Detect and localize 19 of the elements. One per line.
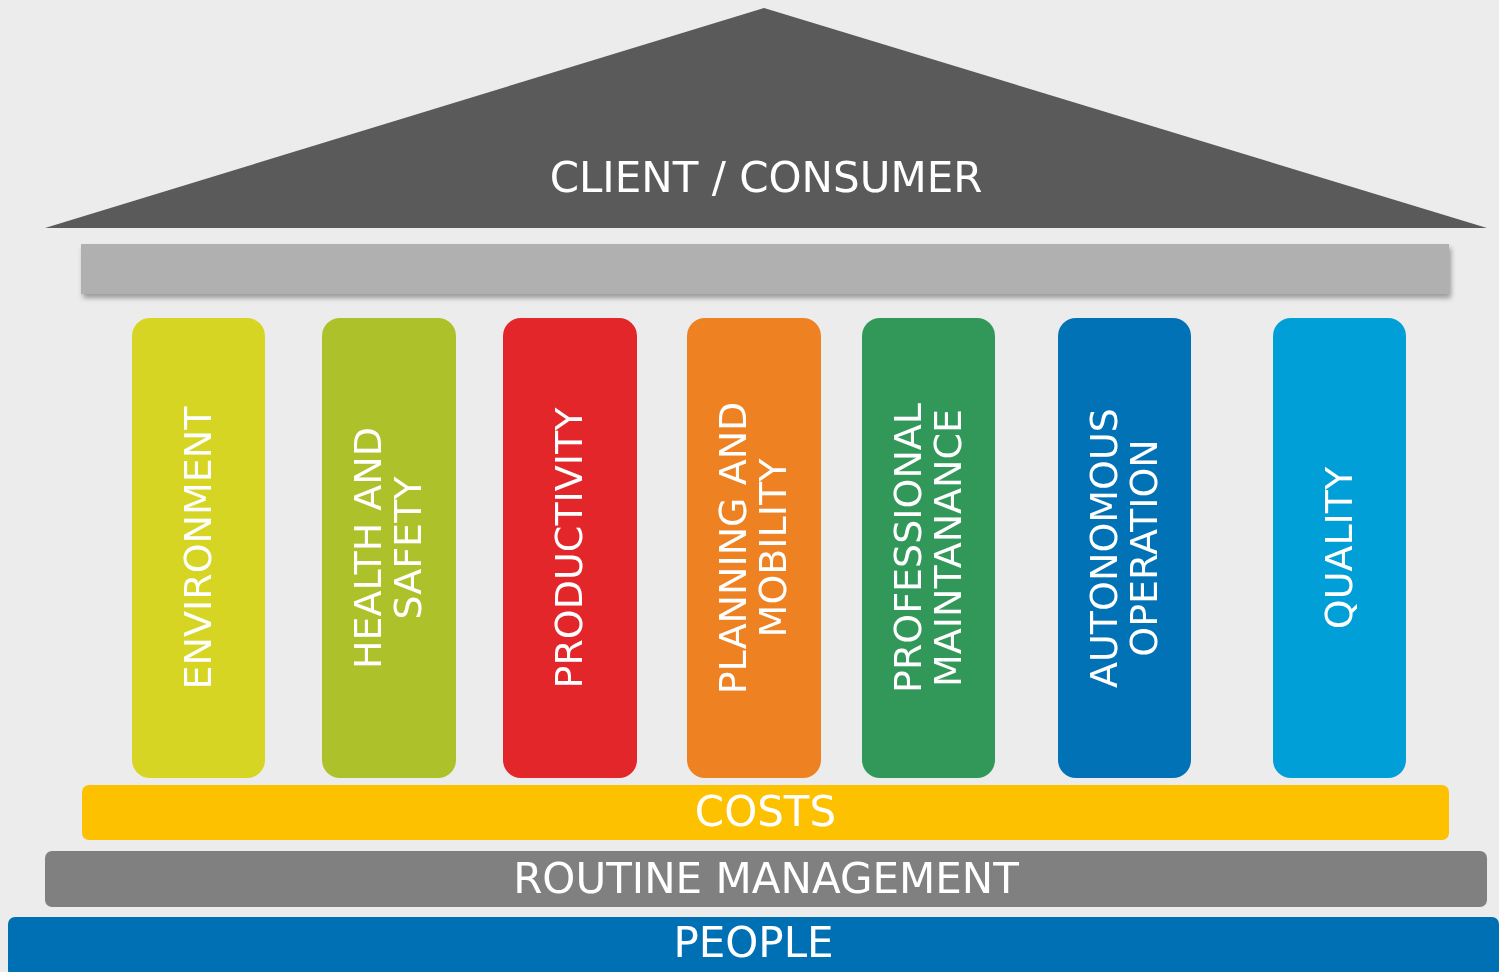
pillar	[1273, 318, 1406, 778]
costs-band: COSTS	[82, 785, 1449, 840]
foundation-band: PEOPLE	[8, 917, 1499, 972]
pillar-label: PROFESSIONAL MAINTANANCE	[888, 402, 969, 696]
pillar	[687, 318, 821, 778]
pillar-label: QUALITY	[1319, 465, 1360, 632]
pillar-label: PLANNING AND MOBILITY	[714, 400, 794, 697]
pillar	[1058, 318, 1191, 778]
pillar-label: AUTONOMOUS OPERATION	[1084, 407, 1165, 690]
roof-beam	[81, 244, 1449, 294]
pillar	[322, 318, 456, 778]
pillar	[862, 318, 995, 778]
roof-label: CLIENT / CONSUMER	[549, 156, 983, 201]
management-band: ROUTINE MANAGEMENT	[45, 851, 1487, 907]
pillar	[132, 318, 265, 778]
pillar-label: HEALTH AND SAFETY	[349, 425, 429, 672]
pillar-label: ENVIRONMENT	[178, 405, 219, 692]
pillar	[503, 318, 637, 778]
pillar-label: PRODUCTIVITY	[550, 406, 590, 691]
